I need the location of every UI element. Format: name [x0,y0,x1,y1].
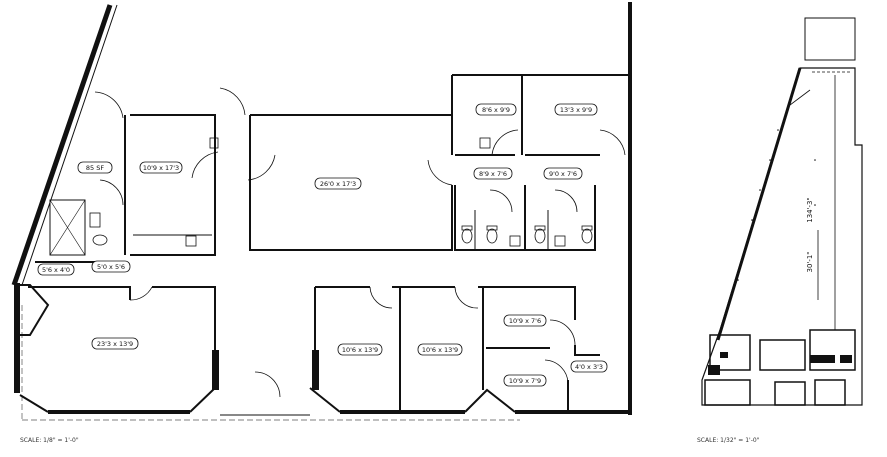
door-swing-2 [99,179,124,206]
door-swing-3 [219,87,246,116]
shower [49,199,86,256]
bay-bottom-1a [189,387,216,413]
room-label-r3: 26'0 x 17'3 [314,177,362,190]
key-plan-dim-short: 30'-1" [806,251,814,272]
door-swing-9 [129,286,153,301]
column-1 [212,350,219,390]
shower-x2 [49,199,86,256]
key-plan-dim-long: 134'-3" [806,197,814,222]
wall-r13-top [478,286,576,320]
scale-note-key: SCALE: 1/32" = 1'-0" [697,437,760,444]
room-label-text: 10'9 x 7'9 [509,377,541,385]
room-label-text: 10'6 x 13'9 [342,346,378,354]
door-swing-4 [191,151,219,179]
bay-bottom-2 [464,388,516,413]
key-plan-top-block [804,17,856,61]
door-swing-16 [554,189,578,213]
key-plan-outline [701,67,863,406]
room-label-text: 85 SF [86,164,104,172]
room-label-text: 23'3 x 13'9 [97,340,133,348]
room-label-r15: 4'0 x 3'3 [570,360,608,373]
room-label-r5: 13'3 x 9'9 [554,103,598,116]
room-label-r8: 5'6 x 4'0 [37,263,75,276]
room-labels: 85 SF 10'9 x 17'3 26'0 x 17'3 8'6 x 9'9 … [37,103,608,387]
door-swing-6 [427,159,453,186]
door-swing-1 [94,91,124,119]
key-plan-dots [737,129,816,281]
bay-corner-left [19,394,49,413]
room-label-r14: 10'9 x 7'9 [503,374,547,387]
door-swing-14 [544,359,569,385]
room-label-text: 13'3 x 9'9 [560,106,592,114]
room-label-text: 9'0 x 7'6 [549,170,577,178]
door-swing-10 [369,286,393,309]
wall-room-r2 [130,114,216,256]
bay-bottom-1b [309,387,341,413]
wall-r10-top-b [152,286,216,350]
key-plan-suite [704,329,856,406]
wall-room-r3 [249,115,453,251]
bay-window-left [16,284,50,336]
room-label-text: 10'9 x 7'6 [509,317,541,325]
door-swing-5 [247,154,276,181]
door-swing-8 [491,129,519,156]
exterior-diagonal-wall [11,4,113,286]
room-label-text: 8'6 x 9'9 [482,106,510,114]
room-label-text: 5'6 x 4'0 [42,266,70,274]
room-label-text: 10'6 x 13'9 [422,346,458,354]
room-label-r4: 8'6 x 9'9 [475,103,517,116]
key-plan-suite-fill [708,352,852,375]
room-label-r7: 9'0 x 7'6 [543,167,583,180]
room-label-r2: 10'9 x 17'3 [139,161,183,174]
room-label-r1: 85 SF [77,161,113,174]
room-label-text: 8'9 x 7'6 [479,170,507,178]
door-swing-13 [254,371,281,398]
room-label-text: 26'0 x 17'3 [320,180,356,188]
room-label-r10: 23'3 x 13'9 [91,337,139,350]
room-label-text: 10'9 x 17'3 [143,164,179,172]
column-2 [312,350,319,390]
room-label-r9: 5'0 x 5'6 [91,260,131,273]
room-label-text: 4'0 x 3'3 [575,363,603,371]
door-swing-12 [549,319,576,346]
key-plan-diagonal-wall [716,67,802,341]
key-plan: 134'-3" 30'-1" SCALE: 1/32" = 1'-0" [697,17,863,444]
wall-r11-r12 [392,286,401,412]
room-label-r11: 10'6 x 13'9 [337,343,383,356]
door-swing-11 [454,286,479,309]
exterior-diagonal-wall-inner [21,4,118,286]
wall-r15 [574,345,600,356]
wall-room-r3-top [250,114,453,155]
plumbing-fixtures [89,137,593,247]
main-floor-plan: 85 SF 10'9 x 17'3 26'0 x 17'3 8'6 x 9'9 … [11,2,632,444]
door-swing-15 [489,189,513,213]
left-exterior-wall [14,283,20,393]
room-label-text: 5'0 x 5'6 [97,263,125,271]
door-swing-7 [599,129,626,156]
room-label-r12: 10'6 x 13'9 [417,343,463,356]
room-label-r13: 10'9 x 7'6 [503,314,547,327]
key-plan-door [789,89,811,106]
wall-r10-top-a [28,286,131,300]
scale-note-main: SCALE: 1/8" = 1'-0" [20,437,79,444]
room-label-r6: 8'9 x 7'6 [473,167,513,180]
